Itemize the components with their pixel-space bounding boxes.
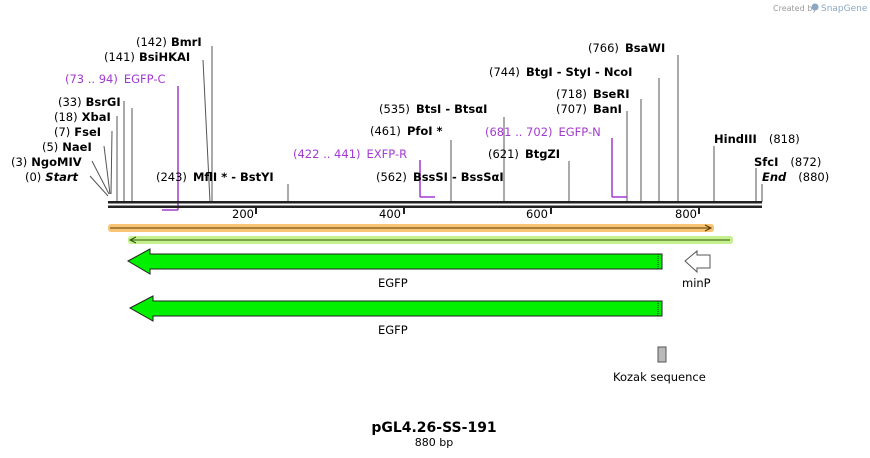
primer-egfp-c: EGFP-C (124, 72, 166, 86)
plasmid-title: pGL4.26-SS-191 (371, 420, 496, 436)
svg-text:(422 .. 441)EXFP-R: (422 .. 441) EXFP-R (293, 147, 407, 161)
tick-400: 400 (379, 207, 401, 221)
orange-feature-bar (108, 224, 714, 232)
primer-egfp-n: EGFP-N (559, 125, 601, 139)
svg-text:(718)BseRI: (718) BseRI (556, 87, 629, 101)
svg-text:(73 .. 94)EGFP-C: (73 .. 94) EGFP-C (65, 72, 166, 86)
svg-text:(744)BtgI - StyI - NcoI: (744) BtgI - StyI - NcoI (489, 65, 632, 79)
site-bsrgi: BsrGI (86, 95, 121, 109)
site-bmri: BmrI (171, 35, 202, 49)
right-site-labels: HindIII (818) SfcI (872) End (880) (714, 132, 829, 184)
site-pos-end: (880) (798, 170, 829, 184)
site-ngomiv: NgoMIV (31, 155, 81, 169)
site-bsawi: BsaWI (625, 41, 665, 55)
site-fsei: FseI (74, 125, 101, 139)
svg-text:(3)NgoMIV: (3) NgoMIV (11, 155, 82, 169)
svg-text:SfcI(872): SfcI (872) (754, 155, 821, 169)
svg-text:(141)BsiHKAI: (141) BsiHKAI (104, 50, 190, 64)
svg-text:(562)BssSI - BssSαI: (562) BssSI - BssSαI (376, 170, 504, 184)
site-end: End (762, 170, 787, 184)
tick-600: 600 (526, 207, 548, 221)
kozak-feature: Kozak sequence (613, 346, 706, 384)
site-pos-fsei: (7) (54, 125, 70, 139)
egfp-label-2: EGFP (378, 323, 408, 337)
site-btgzi: BtgZI (525, 147, 560, 161)
site-xbai: XbaI (82, 110, 111, 124)
site-btsi: BtsI - BtsαI (416, 102, 487, 116)
svg-text:(766)BsaWI: (766) BsaWI (588, 41, 665, 55)
svg-text:(243)MflI * - BstYI: (243) MflI * - BstYI (156, 170, 274, 184)
site-pos-sfci: (872) (790, 155, 821, 169)
primer-markers (162, 86, 627, 211)
svg-text:(7)FseI: (7) FseI (54, 125, 101, 139)
site-mfli-bstyi: MflI * - BstYI (193, 170, 274, 184)
svg-text:HindIII(818): HindIII (818) (714, 132, 800, 146)
site-bsssi: BssSI - BssSαI (413, 170, 504, 184)
middle-site-labels: (243)MflI * - BstYI (562)BssSI - BssSαI … (156, 41, 665, 184)
svg-text:End(880): End (880) (762, 170, 829, 184)
site-pos-bsawi: (766) (588, 41, 619, 55)
svg-text:(681 .. 702)EGFP-N: (681 .. 702) EGFP-N (485, 125, 601, 139)
snapgene-brand: SnapGene (821, 4, 868, 14)
minp-label: minP (682, 276, 711, 290)
site-pos-btgi: (744) (489, 65, 520, 79)
svg-text:(461)PfoI *: (461) PfoI * (370, 124, 443, 138)
site-hindiii: HindIII (714, 132, 757, 146)
primer-range-egfp-c: (73 .. 94) (65, 72, 118, 86)
egfp-feature-1: EGFP (126, 248, 663, 290)
tick-800: 800 (675, 207, 697, 221)
site-pos-btsi: (535) (379, 102, 410, 116)
created-by-text: Created by (773, 4, 817, 13)
svg-text:(0)Start: (0) Start (25, 170, 79, 184)
site-pos-bmri: (142) (136, 35, 167, 49)
svg-text:(33)BsrGI: (33) BsrGI (58, 95, 121, 109)
site-pos-ngomiv: (3) (11, 155, 27, 169)
site-sfci: SfcI (754, 155, 778, 169)
svg-text:(621)BtgZI: (621) BtgZI (488, 147, 560, 161)
site-pos-bsrgi: (33) (58, 95, 82, 109)
primer-range-egfp-n: (681 .. 702) (485, 125, 553, 139)
site-pos-btgzi: (621) (488, 147, 519, 161)
site-pfoi: PfoI * (407, 124, 443, 138)
svg-text:(707)BanI: (707) BanI (556, 102, 622, 116)
plasmid-length: 880 bp (415, 436, 453, 449)
site-pos-xbai: (18) (54, 110, 78, 124)
site-bseri: BseRI (593, 87, 630, 101)
site-start: Start (45, 170, 78, 184)
site-btgi-styi-ncoi: BtgI - StyI - NcoI (526, 65, 633, 79)
primer-exfp-r: EXFP-R (367, 147, 408, 161)
minp-feature: minP (682, 249, 711, 290)
egfp-label-1: EGFP (378, 276, 408, 290)
snapgene-logo-icon (811, 3, 819, 11)
green-feature-bar (128, 236, 733, 244)
svg-text:(142)BmrI: (142) BmrI (136, 35, 202, 49)
left-site-labels: (0) Start (3) NgoMIV (5) NaeI (7) FseI (18) X… (11, 35, 202, 184)
primer-labels: (73 .. 94) EGFP-C (422 .. 441) EXFP-R (681… (65, 72, 601, 161)
site-leader-lines (89, 46, 763, 203)
site-naei: NaeI (62, 140, 91, 154)
site-pos-bsihkai: (141) (104, 50, 135, 64)
site-pos-bseri: (718) (556, 87, 587, 101)
site-bsihkai: BsiHKAI (139, 50, 190, 64)
svg-text:(5)NaeI: (5) NaeI (42, 140, 92, 154)
egfp-feature-2: EGFP (128, 295, 663, 337)
site-pos-start: (0) (25, 170, 41, 184)
site-pos-bani: (707) (556, 102, 587, 116)
site-pos-naei: (5) (42, 140, 58, 154)
svg-text:(535)BtsI - BtsαI: (535) BtsI - BtsαI (379, 102, 487, 116)
site-pos-hindiii: (818) (769, 132, 800, 146)
site-pos-pfoi: (461) (370, 124, 401, 138)
ruler: 200 400 600 800 (232, 207, 700, 221)
sequence-line (108, 201, 762, 208)
kozak-label: Kozak sequence (613, 370, 706, 384)
site-bani: BanI (593, 102, 622, 116)
tick-200: 200 (232, 207, 254, 221)
primer-range-exfp-r: (422 .. 441) (293, 147, 361, 161)
site-pos-mfli: (243) (156, 170, 187, 184)
site-pos-bsssi: (562) (376, 170, 407, 184)
svg-text:(18)XbaI: (18) XbaI (54, 110, 111, 124)
